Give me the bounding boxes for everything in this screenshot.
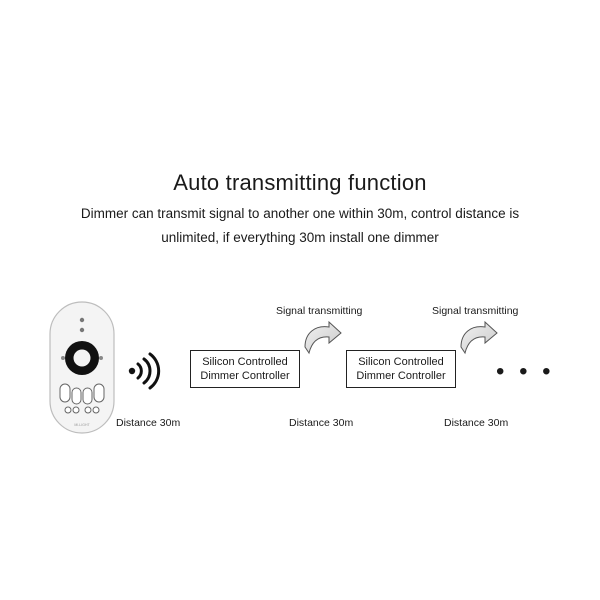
subtitle-line-2: unlimited, if everything 30m install one… — [161, 230, 439, 245]
dimmer-controller-line1-2: Silicon Controlled — [358, 356, 444, 368]
continuation-dots: • • • — [496, 358, 555, 385]
distance-label-1: Distance 30m — [116, 417, 181, 429]
curved-arrow-icon-2 — [460, 320, 498, 355]
dimmer-controller-line2-1: Dimmer Controller — [200, 370, 290, 382]
remote-control-icon: MI-LIGHT — [49, 301, 115, 434]
subtitle-line-1: Dimmer can transmit signal to another on… — [80, 206, 520, 221]
curved-arrow-icon-1 — [304, 320, 342, 355]
signal-label-2: Signal transmitting — [432, 305, 519, 317]
dimmer-controller-box-1: Silicon Controlled Dimmer Controller — [190, 350, 300, 388]
dimmer-controller-line2-2: Dimmer Controller — [356, 370, 446, 382]
signal-label-1: Signal transmitting — [276, 305, 363, 317]
distance-label-3: Distance 30m — [444, 417, 509, 429]
dimmer-controller-box-2: Silicon Controlled Dimmer Controller — [346, 350, 456, 388]
dimmer-controller-line1-1: Silicon Controlled — [202, 356, 288, 368]
wireless-signal-icon — [128, 352, 161, 390]
distance-label-2: Distance 30m — [289, 417, 354, 429]
page-title: Auto transmitting function — [173, 170, 427, 195]
remote-brand-text: MI-LIGHT — [74, 423, 90, 427]
